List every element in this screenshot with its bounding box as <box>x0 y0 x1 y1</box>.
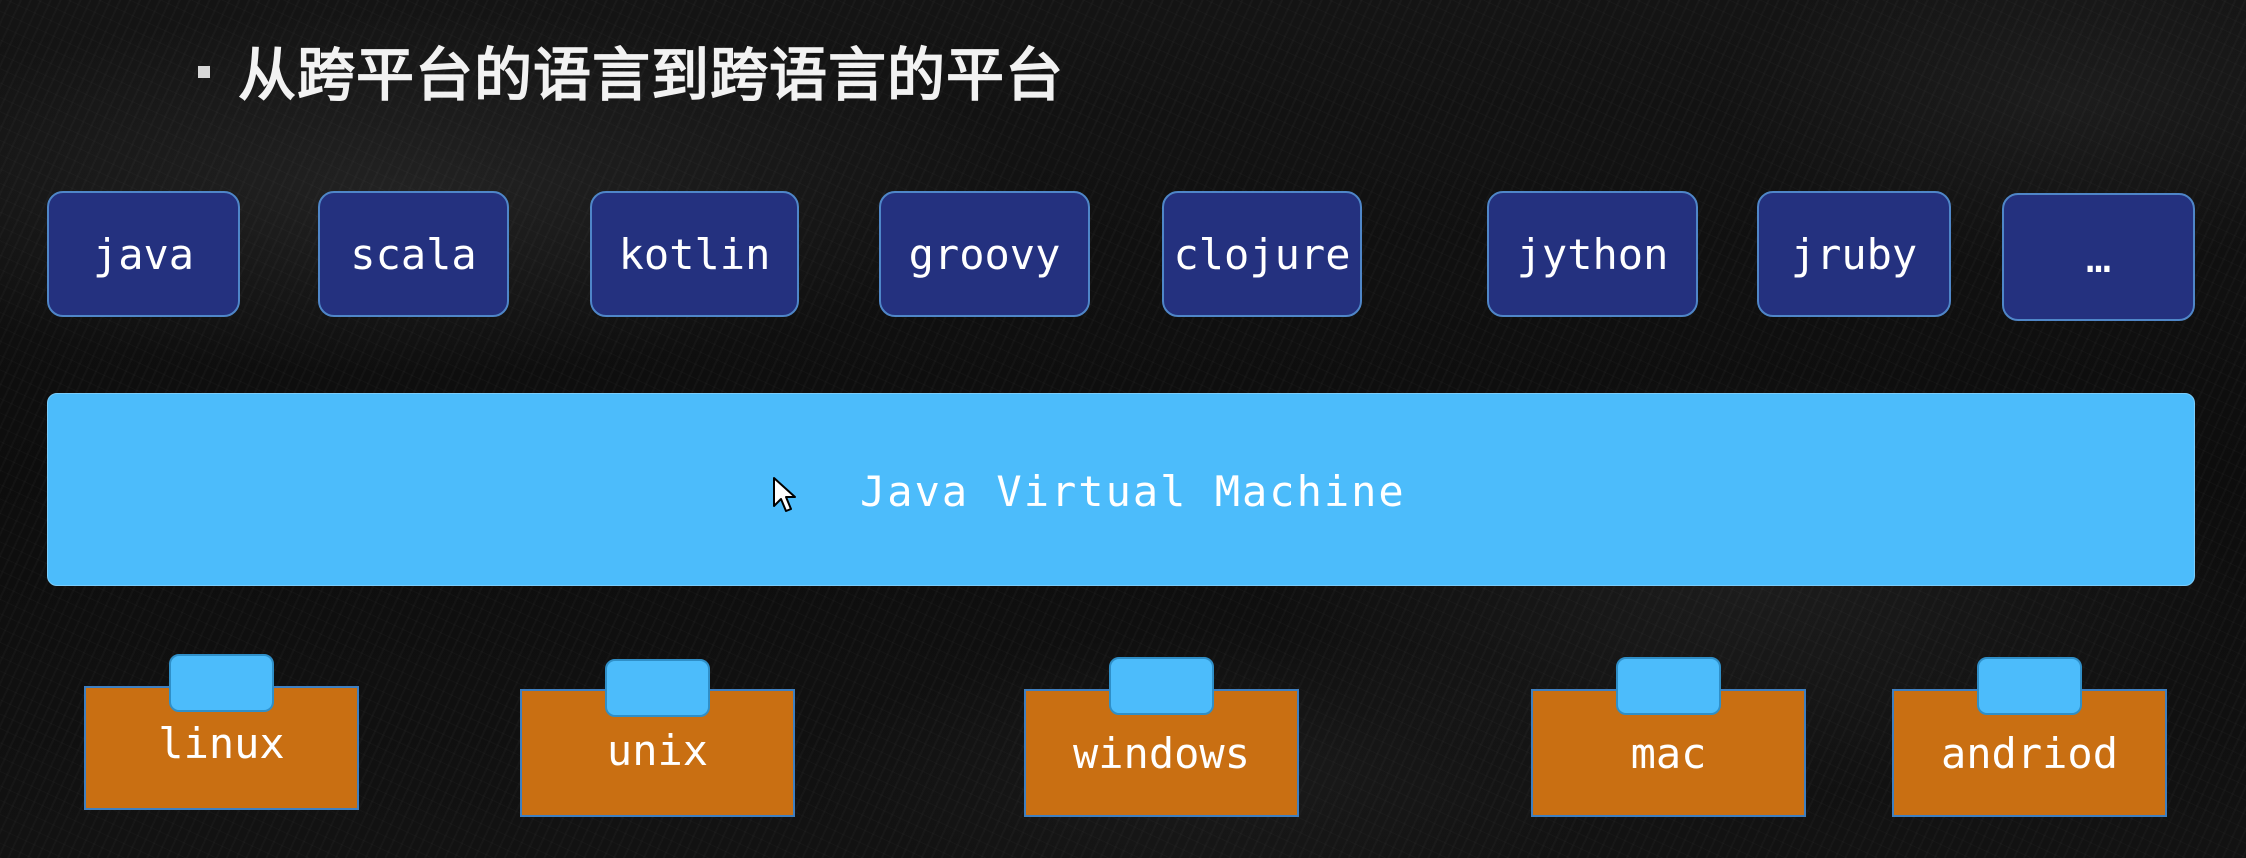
language-box-groovy: groovy <box>879 191 1090 317</box>
jvm-label: Java Virtual Machine <box>860 467 1406 516</box>
language-box-java: java <box>47 191 240 317</box>
language-box-more: … <box>2002 193 2195 321</box>
title-text: 从跨平台的语言到跨语言的平台 <box>238 41 1065 109</box>
os-folder-andriod: andriod <box>1892 657 2167 817</box>
folder-tab <box>169 654 274 712</box>
os-folder-linux: linux <box>84 654 359 814</box>
os-folder-unix: unix <box>520 659 795 819</box>
os-folder-windows: windows <box>1024 657 1299 817</box>
os-folder-mac: mac <box>1531 657 1806 817</box>
language-box-jruby: jruby <box>1757 191 1951 317</box>
language-box-kotlin: kotlin <box>590 191 799 317</box>
jvm-bar <box>47 393 2195 586</box>
mouse-cursor-icon <box>773 477 796 512</box>
language-box-scala: scala <box>318 191 509 317</box>
bullet-icon <box>198 66 210 78</box>
language-box-clojure: clojure <box>1162 191 1362 317</box>
folder-tab <box>1977 657 2082 715</box>
slide-title: 从跨平台的语言到跨语言的平台 <box>198 30 1064 110</box>
language-box-jython: jython <box>1487 191 1698 317</box>
folder-tab <box>1109 657 1214 715</box>
folder-tab <box>1616 657 1721 715</box>
folder-tab <box>605 659 710 717</box>
